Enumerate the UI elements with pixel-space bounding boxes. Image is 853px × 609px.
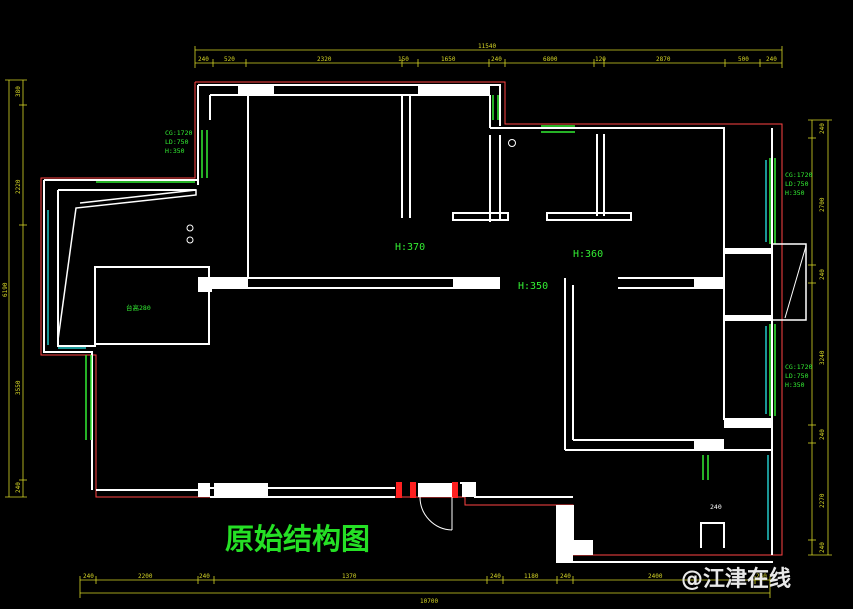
dim-bottom-1: 240 — [83, 573, 94, 580]
dim-bottom-9: 240 — [756, 573, 767, 580]
dim-top-6: 240 — [491, 56, 502, 63]
windows — [85, 95, 776, 480]
watermark: @江津在线 — [681, 566, 791, 592]
window-label-1: CG:1720 LD:750 H:350 — [165, 129, 192, 155]
svg-text:LD:750: LD:750 — [785, 372, 809, 380]
svg-text:LD:750: LD:750 — [165, 138, 189, 146]
entry-door — [396, 482, 458, 531]
dim-left-1: 380 — [15, 86, 22, 97]
wall-solid-blocks — [198, 85, 772, 562]
beam-label-3: H:350 — [518, 281, 548, 292]
dim-bottom-6: 1180 — [524, 573, 539, 580]
beam-label-2: H:360 — [573, 249, 603, 260]
drain-circle — [186, 224, 194, 232]
small-room-label: 240 — [710, 503, 722, 511]
walls — [43, 84, 773, 563]
dim-bottom-7: 240 — [560, 573, 571, 580]
dim-top-7: 6800 — [543, 56, 558, 63]
dim-top-4: 150 — [398, 56, 409, 63]
dim-bottom-4: 1370 — [342, 573, 357, 580]
page-title: 原始结构图 — [225, 522, 370, 556]
dim-bottom-3: 240 — [199, 573, 210, 580]
dim-right-2: 2700 — [819, 197, 826, 212]
dim-top-2: 520 — [224, 56, 235, 63]
dim-top-8: 120 — [595, 56, 606, 63]
dim-bottom-8: 2400 — [648, 573, 663, 580]
window-label-3: CG:1720 LD:750 H:350 — [785, 363, 812, 389]
svg-text:CG:1720: CG:1720 — [785, 171, 812, 179]
dim-top-10: 500 — [738, 56, 749, 63]
dim-left-3: 3550 — [15, 380, 22, 395]
window-label-2: CG:1720 LD:750 H:350 — [785, 171, 812, 197]
dim-left-2: 2220 — [15, 179, 22, 194]
dimension-lines — [5, 46, 832, 598]
dim-top-9: 2870 — [656, 56, 671, 63]
dim-bottom-2: 2200 — [138, 573, 153, 580]
svg-text:CG:1720: CG:1720 — [165, 129, 192, 137]
svg-text:H:350: H:350 — [785, 189, 805, 197]
dim-right-3: 240 — [819, 269, 826, 280]
svg-text:H:350: H:350 — [785, 381, 805, 389]
drain-circle-3 — [508, 139, 516, 147]
dim-right-5: 240 — [819, 429, 826, 440]
dim-bottom-5: 240 — [490, 573, 501, 580]
platform-label: 台高280 — [126, 303, 151, 312]
dim-right-6: 2270 — [819, 493, 826, 508]
dim-right-7: 240 — [819, 542, 826, 553]
dim-right-1: 240 — [819, 123, 826, 134]
beam-label-1: H:370 — [395, 242, 425, 253]
windows-cyan — [47, 160, 769, 540]
svg-text:CG:1720: CG:1720 — [785, 363, 812, 371]
dim-top-overall: 11540 — [478, 43, 496, 50]
balcony-slope — [57, 189, 197, 341]
outer-contour — [40, 81, 783, 556]
bay-window — [772, 243, 807, 321]
dim-left-4: 240 — [15, 482, 22, 493]
svg-text:H:350: H:350 — [165, 147, 185, 155]
dim-top-11: 240 — [766, 56, 777, 63]
bay-window-diag — [784, 245, 807, 319]
dim-top-5: 1650 — [441, 56, 456, 63]
dim-bottom-overall: 10700 — [420, 598, 438, 605]
dim-right-4: 3240 — [819, 350, 826, 365]
dim-top-1: 240 — [198, 56, 209, 63]
drain-circle-2 — [186, 236, 194, 244]
dim-left-overall: 6190 — [2, 282, 9, 297]
dim-top-3: 2320 — [317, 56, 332, 63]
svg-text:LD:750: LD:750 — [785, 180, 809, 188]
